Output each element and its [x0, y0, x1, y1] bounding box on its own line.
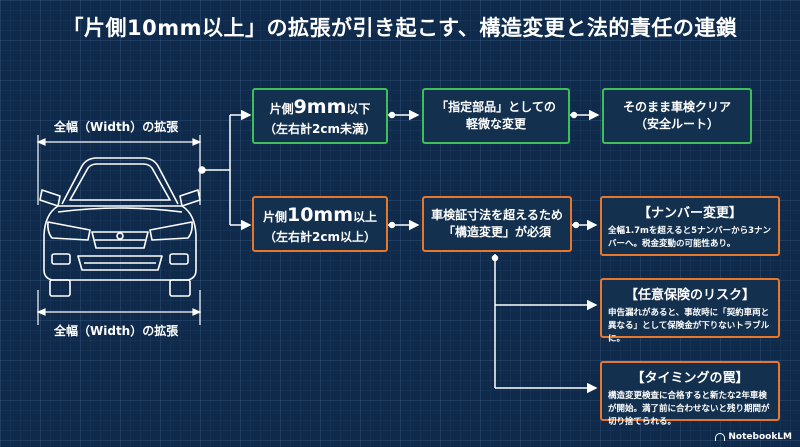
dimension-label-bottom: 全幅（Width）の拡張 — [54, 324, 179, 338]
green-box-safe-route-line2: （安全ルート） — [634, 117, 719, 131]
green-box-9mm: 片側9mm以下 （左右計2cm未満） — [252, 88, 388, 144]
orange-box-10mm-prefix: 片側 — [262, 209, 287, 224]
dimension-label-top: 全幅（Width）の拡張 — [54, 120, 179, 134]
info-box-insurance-risk-title: 【任意保険のリスク】 — [624, 288, 755, 303]
green-box-minor-change: 「指定部品」としての 軽微な変更 — [422, 88, 570, 144]
orange-box-10mm: 片側10mm以上 （左右計2cm以上） — [252, 196, 388, 252]
dimension-line-bottom — [36, 290, 202, 325]
green-box-9mm-value: 9mm — [293, 95, 347, 118]
info-box-timing-trap-body: 構造変更検査に合格すると新たな2年車検が開始。満了前に合わせないと残り期間が切り… — [608, 391, 770, 428]
info-box-insurance-risk-body: 申告漏れがあると、事故時に「契約車両と異なる」として保険金が下りないトラブルに。 — [608, 308, 770, 345]
notebooklm-logo: NotebookLM — [715, 432, 792, 442]
orange-box-structure-change: 車検証寸法を超えるため 「構造変更」が必須 — [422, 196, 572, 252]
dimension-line-top — [36, 135, 202, 205]
info-box-number-change: 【ナンバー変更】 全幅1.7mを超えると5ナンバーから3ナンバーへ。税金変動の可… — [600, 196, 780, 256]
info-box-number-change-body: 全幅1.7mを超えると5ナンバーから3ナンバーへ。税金変動の可能性あり。 — [608, 226, 771, 250]
page-title: 「片側10mm以上」の拡張が引き起こす、構造変更と法的責任の連鎖 — [62, 16, 738, 40]
notebooklm-logo-icon — [715, 433, 726, 441]
info-box-timing-trap-title: 【タイミングの罠】 — [631, 371, 749, 386]
green-box-safe-route-line1: そのまま車検クリア — [622, 99, 731, 114]
orange-box-structure-change-line1: 車検証寸法を超えるため — [431, 207, 563, 222]
orange-box-10mm-suffix: 以上 — [353, 209, 378, 224]
orange-box-structure-change-line2: 「構造変更」が必須 — [442, 225, 551, 239]
info-box-insurance-risk: 【任意保険のリスク】 申告漏れがあると、事故時に「契約車両と異なる」として保険金… — [600, 278, 780, 344]
green-box-safe-route: そのまま車検クリア （安全ルート） — [602, 88, 752, 144]
green-box-minor-change-line1: 「指定部品」としての — [436, 99, 556, 114]
orange-box-10mm-value: 10mm — [286, 203, 354, 226]
info-box-timing-trap: 【タイミングの罠】 構造変更検査に合格すると新たな2年車検が開始。満了前に合わせ… — [600, 361, 780, 427]
green-box-9mm-prefix: 片側 — [269, 101, 294, 116]
info-box-number-change-title: 【ナンバー変更】 — [637, 206, 742, 221]
connector-lines — [198, 109, 600, 394]
notebooklm-logo-text: NotebookLM — [728, 432, 792, 442]
green-box-9mm-suffix: 以下 — [346, 101, 371, 116]
orange-box-10mm-sub: （左右計2cm以上） — [264, 230, 376, 245]
green-box-minor-change-line2: 軽微な変更 — [465, 117, 526, 131]
green-box-9mm-sub: （左右計2cm未満） — [264, 122, 376, 137]
car-front-illustration — [39, 157, 201, 297]
